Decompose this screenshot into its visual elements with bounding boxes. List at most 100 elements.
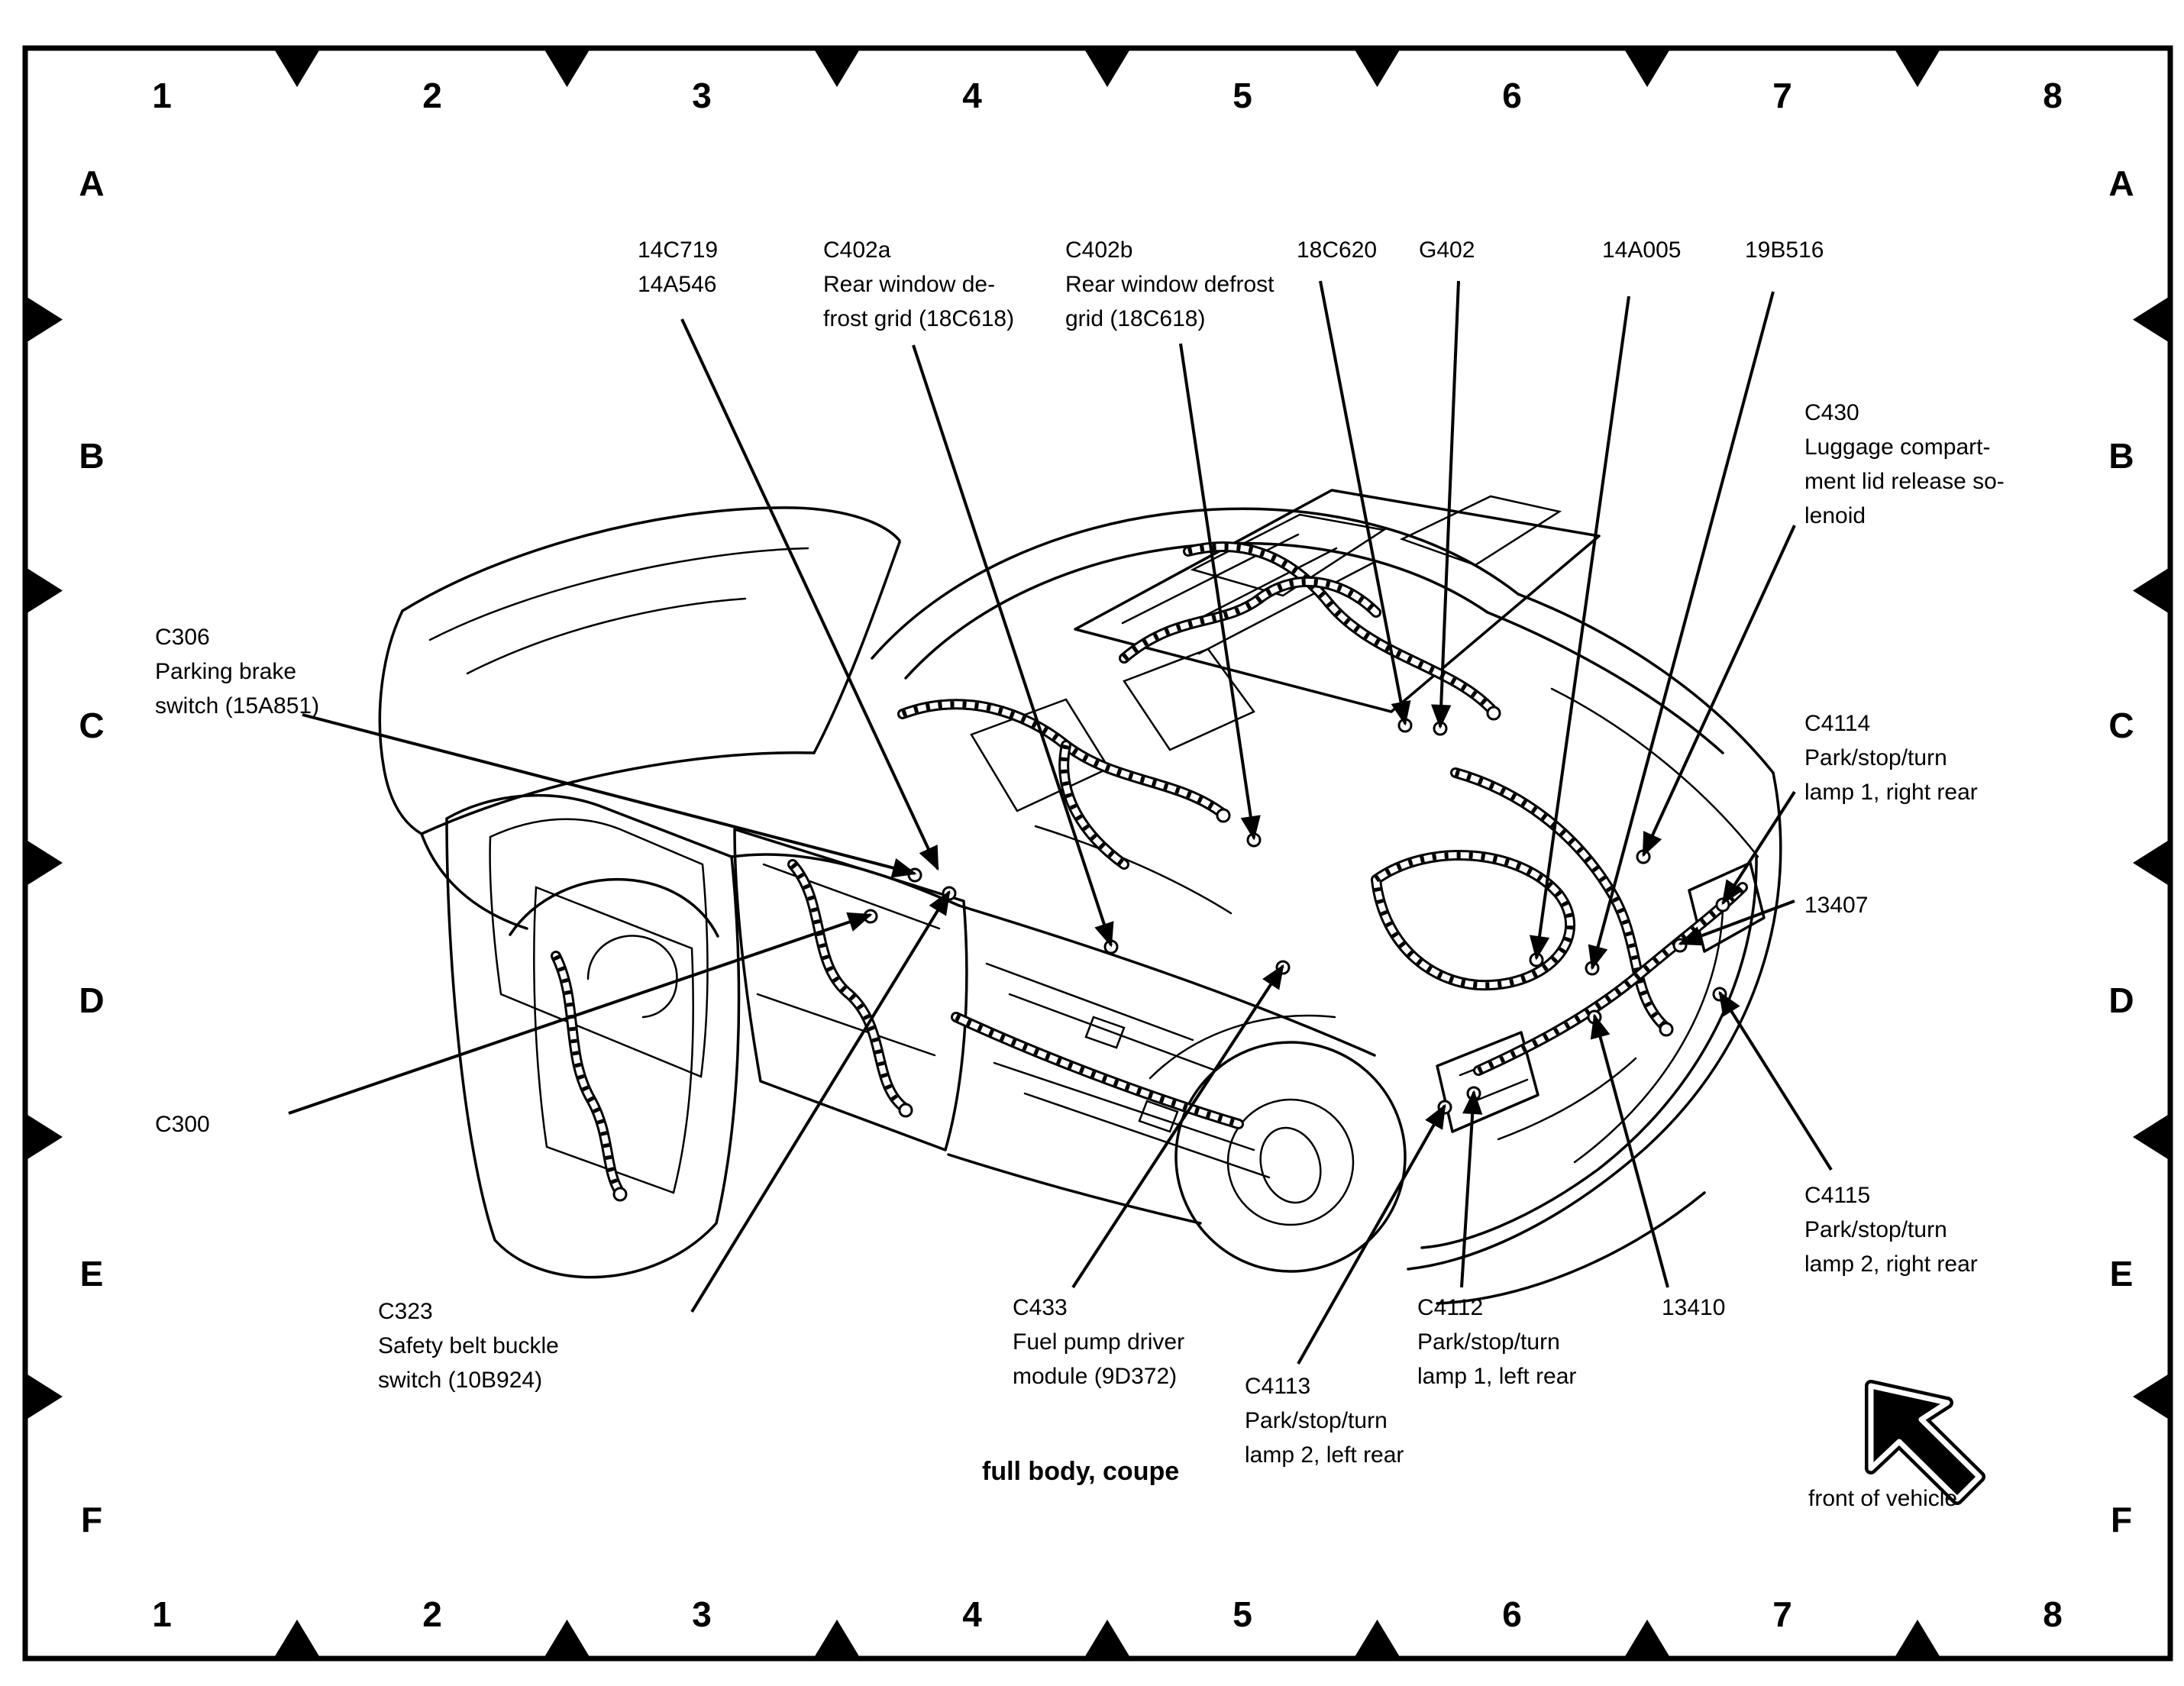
callout-C323: C323 Safety belt buckle switch (10B924) bbox=[378, 1299, 559, 1393]
leader-line-19B516 bbox=[1588, 291, 1775, 971]
callout-C4115: C4115 Park/stop/turn lamp 2, right rear bbox=[1804, 1183, 1978, 1277]
callout-G402: G402 bbox=[1419, 237, 1475, 263]
leader-line-C4115 bbox=[1718, 990, 1833, 1171]
grid-column-label-bottom-3: 3 bbox=[692, 1594, 712, 1634]
leader-line-18C620 bbox=[1319, 280, 1411, 726]
leader-line-13407 bbox=[1678, 900, 1795, 946]
leader-line-14C719-14A546 bbox=[680, 318, 939, 871]
grid-tick-top bbox=[1625, 50, 1669, 87]
callout-C4114: C4114 Park/stop/turn lamp 1, right rear bbox=[1804, 711, 1978, 805]
leader-line-C306 bbox=[302, 713, 917, 878]
grid-column-label-bottom-7: 7 bbox=[1772, 1594, 1792, 1634]
connector-marker bbox=[1659, 1022, 1674, 1037]
grid-column-label-top-1: 1 bbox=[152, 76, 172, 115]
grid-tick-right bbox=[2133, 297, 2168, 342]
callout-19B516: 19B516 bbox=[1745, 237, 1824, 263]
front-of-vehicle-label: front of vehicle bbox=[1808, 1486, 1958, 1511]
connector-marker bbox=[1216, 808, 1231, 823]
grid-column-label-bottom-2: 2 bbox=[422, 1594, 442, 1634]
grid-row-label-left-B: B bbox=[79, 436, 105, 476]
callout-C306: C306 Parking brake switch (15A851) bbox=[155, 625, 320, 719]
grid-row-label-left-E: E bbox=[79, 1254, 104, 1294]
grid-row-label-right-F: F bbox=[2110, 1500, 2133, 1539]
grid-column-label-bottom-8: 8 bbox=[2043, 1594, 2063, 1634]
grid-tick-right bbox=[2133, 841, 2168, 885]
grid-tick-bottom bbox=[815, 1620, 859, 1656]
grid-row-label-left-F: F bbox=[80, 1500, 103, 1539]
grid-tick-bottom bbox=[1355, 1620, 1400, 1656]
grid-tick-bottom bbox=[1085, 1620, 1129, 1656]
callout-leader-lines bbox=[288, 280, 1833, 1365]
grid-column-label-bottom-6: 6 bbox=[1502, 1594, 1522, 1634]
leader-line-C4113 bbox=[1297, 1103, 1446, 1365]
grid-tick-left bbox=[27, 297, 63, 342]
leader-line-C402a bbox=[912, 344, 1114, 948]
grid-tick-bottom bbox=[275, 1620, 319, 1656]
connector-marker bbox=[612, 1187, 628, 1202]
grid-row-label-right-C: C bbox=[2108, 706, 2134, 745]
callout-C430: C430 Luggage compart- ment lid release s… bbox=[1804, 400, 2005, 528]
grid-column-label-top-5: 5 bbox=[1233, 76, 1252, 115]
callout-C4113: C4113 Park/stop/turn lamp 2, left rear bbox=[1245, 1374, 1404, 1468]
callout-C402a: C402a Rear window de- frost grid (18C618… bbox=[823, 237, 1015, 331]
callout-C4112: C4112 Park/stop/turn lamp 1, left rear bbox=[1417, 1295, 1577, 1389]
leader-line-C300 bbox=[288, 912, 873, 1115]
callout-13407: 13407 bbox=[1804, 893, 1869, 918]
callout-14C719-14A546: 14C719 14A546 bbox=[638, 237, 719, 297]
grid-tick-left bbox=[27, 1374, 63, 1419]
grid-tick-right bbox=[2133, 568, 2168, 613]
grid-row-label-right-A: A bbox=[2108, 163, 2134, 203]
grid-column-label-bottom-4: 4 bbox=[962, 1594, 982, 1634]
callout-C300: C300 bbox=[155, 1112, 210, 1137]
leader-line-C4114 bbox=[1721, 790, 1796, 906]
grid-row-label-left-C: C bbox=[79, 706, 105, 745]
front-of-vehicle-arrow-icon bbox=[1865, 1380, 1985, 1505]
grid-column-label-top-3: 3 bbox=[692, 76, 712, 115]
car-body-outline bbox=[378, 489, 1782, 1305]
grid-column-label-bottom-1: 1 bbox=[152, 1594, 172, 1634]
grid-tick-right bbox=[2133, 1374, 2168, 1419]
grid-tick-bottom bbox=[1895, 1620, 1940, 1656]
grid-tick-right bbox=[2133, 1115, 2168, 1159]
grid-tick-top bbox=[275, 50, 319, 87]
leader-line-13410 bbox=[1590, 1013, 1669, 1288]
leader-line-G402 bbox=[1431, 280, 1460, 729]
grid-tick-top bbox=[1355, 50, 1400, 87]
grid-column-label-top-4: 4 bbox=[962, 76, 982, 115]
connector-marker bbox=[907, 867, 922, 883]
page-border bbox=[22, 45, 2173, 1662]
grid-row-label-right-E: E bbox=[2109, 1254, 2134, 1294]
grid-reference-triangles bbox=[27, 50, 2168, 1656]
connector-marker bbox=[898, 1103, 913, 1118]
grid-tick-left bbox=[27, 1115, 63, 1159]
grid-tick-top bbox=[1085, 50, 1129, 87]
leader-line-14A005 bbox=[1529, 296, 1630, 961]
callout-14A005: 14A005 bbox=[1602, 237, 1682, 263]
grid-tick-top bbox=[544, 50, 590, 87]
grid-tick-left bbox=[27, 568, 63, 613]
callout-C402b: C402b Rear window defrost grid (18C618) bbox=[1065, 237, 1275, 331]
grid-row-label-right-D: D bbox=[2108, 980, 2134, 1020]
grid-column-label-top-6: 6 bbox=[1502, 76, 1522, 115]
callout-18C620: 18C620 bbox=[1297, 237, 1378, 263]
connector-marker bbox=[1486, 706, 1501, 721]
grid-tick-bottom bbox=[544, 1620, 590, 1656]
leader-line-C433 bbox=[1071, 964, 1284, 1289]
grid-tick-bottom bbox=[1625, 1620, 1669, 1656]
grid-column-label-top-7: 7 bbox=[1772, 76, 1792, 115]
figure-caption: full body, coupe bbox=[982, 1457, 1180, 1486]
grid-column-label-top-2: 2 bbox=[422, 76, 442, 115]
grid-tick-left bbox=[27, 841, 63, 885]
grid-column-label-top-8: 8 bbox=[2043, 76, 2063, 115]
grid-tick-top bbox=[815, 50, 859, 87]
grid-tick-top bbox=[1895, 50, 1940, 87]
callout-13410: 13410 bbox=[1662, 1295, 1726, 1320]
grid-row-label-right-B: B bbox=[2108, 436, 2134, 476]
grid-row-label-left-A: A bbox=[79, 163, 105, 203]
leader-line-C4112 bbox=[1460, 1090, 1483, 1288]
callout-C433: C433 Fuel pump driver module (9D372) bbox=[1013, 1295, 1185, 1389]
grid-column-label-bottom-5: 5 bbox=[1233, 1594, 1252, 1634]
grid-row-label-left-D: D bbox=[79, 980, 105, 1020]
